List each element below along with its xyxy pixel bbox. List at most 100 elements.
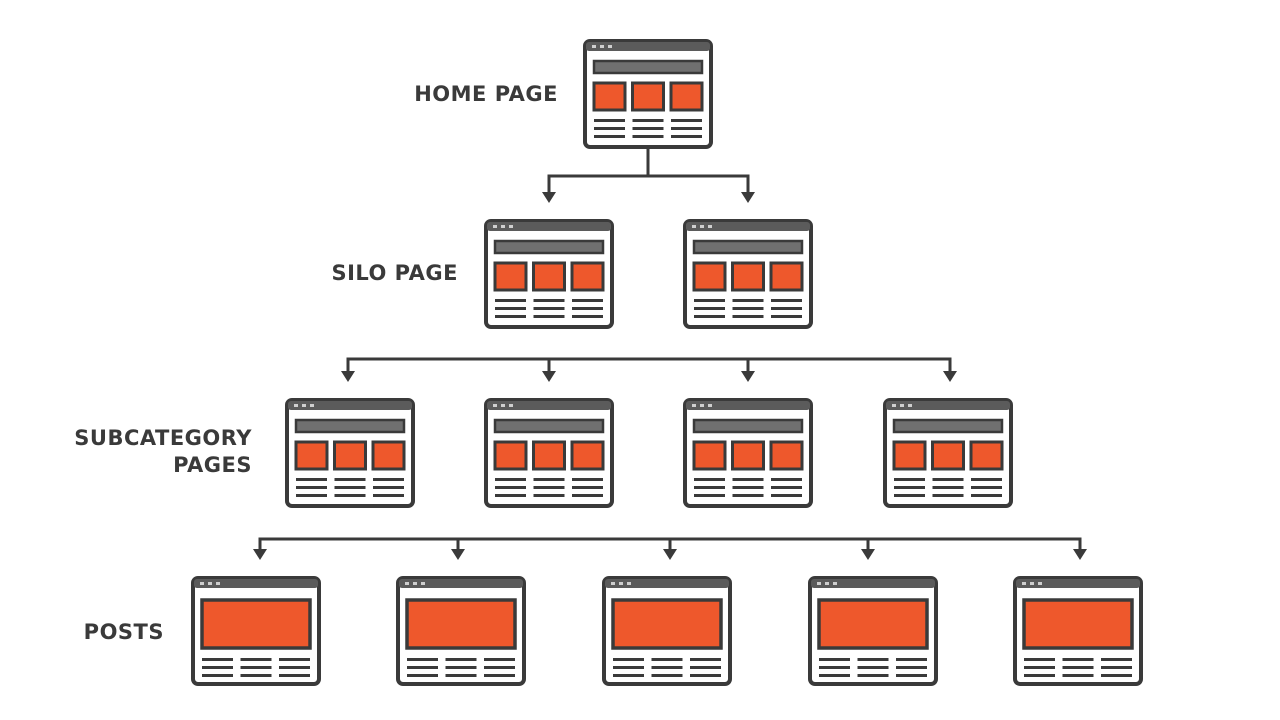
text-line <box>771 307 802 310</box>
webpage-icon <box>396 576 526 686</box>
titlebar-dot-3 <box>509 225 513 228</box>
text-line <box>857 666 889 669</box>
page-titlebar <box>487 222 611 231</box>
text-line <box>671 135 702 138</box>
text-line <box>894 494 925 497</box>
text-line <box>202 658 233 661</box>
text-line <box>572 315 603 318</box>
text-line <box>334 478 366 481</box>
text-line <box>771 486 802 489</box>
content-block-2 <box>333 440 367 471</box>
titlebar-dot-1 <box>493 404 497 407</box>
titlebar-dot-1 <box>692 225 696 228</box>
text-line <box>240 674 272 677</box>
webpage-icon <box>583 39 713 149</box>
page-header-bar <box>294 418 406 434</box>
text-line <box>732 307 764 310</box>
text-line <box>1101 666 1132 669</box>
titlebar-dot-2 <box>413 582 417 585</box>
text-line <box>819 674 850 677</box>
text-line <box>632 127 664 130</box>
text-line <box>240 658 272 661</box>
text-line <box>1062 666 1094 669</box>
text-line <box>202 674 233 677</box>
content-block-1 <box>592 81 627 112</box>
page-titlebar <box>886 401 1010 410</box>
content-block-1 <box>892 440 927 471</box>
titlebar-dot-3 <box>833 582 837 585</box>
text-line <box>279 658 310 661</box>
arrow-head <box>341 371 355 382</box>
titlebar-dot-2 <box>700 404 704 407</box>
content-block-2 <box>532 261 566 292</box>
arrow-down-icon <box>542 176 556 203</box>
arrow-down-icon <box>1073 539 1087 560</box>
text-line <box>732 299 764 302</box>
content-block-3 <box>769 261 804 292</box>
text-line <box>694 494 725 497</box>
text-line <box>819 666 850 669</box>
webpage-icon <box>191 576 321 686</box>
arrow-head <box>663 549 677 560</box>
text-line <box>572 478 603 481</box>
text-line <box>732 315 764 318</box>
text-line <box>445 674 477 677</box>
text-line <box>632 135 664 138</box>
page-header-bar <box>493 418 605 434</box>
arrow-down-icon <box>253 539 267 560</box>
text-line <box>971 486 1002 489</box>
text-line <box>896 658 927 661</box>
text-line <box>651 666 683 669</box>
text-line <box>495 315 526 318</box>
text-line <box>407 674 438 677</box>
label-silo-page-line-1: SILO PAGE <box>331 261 458 285</box>
text-line <box>495 486 526 489</box>
content-block-1 <box>493 261 528 292</box>
text-line <box>334 486 366 489</box>
arrow-head <box>451 549 465 560</box>
text-line <box>694 478 725 481</box>
text-line <box>533 307 565 310</box>
webpage-icon <box>484 219 614 329</box>
page-titlebar <box>605 579 729 588</box>
connector-level-1 <box>547 147 750 178</box>
text-line <box>495 478 526 481</box>
text-line <box>694 307 725 310</box>
text-line <box>1101 674 1132 677</box>
text-line <box>932 478 964 481</box>
page-titlebar <box>399 579 523 588</box>
text-line <box>857 674 889 677</box>
text-line <box>819 658 850 661</box>
text-line <box>373 478 404 481</box>
text-line <box>896 666 927 669</box>
titlebar-dot-3 <box>908 404 912 407</box>
titlebar-dot-1 <box>817 582 821 585</box>
label-silo-page: SILO PAGE <box>331 260 458 287</box>
text-line <box>694 486 725 489</box>
label-home-page-line-1: HOME PAGE <box>414 82 558 106</box>
page-header-bar <box>493 239 605 255</box>
content-block-2 <box>731 261 765 292</box>
arrow-head <box>542 192 556 203</box>
arrow-head <box>1073 549 1087 560</box>
text-line <box>484 666 515 669</box>
text-line <box>495 299 526 302</box>
text-line <box>732 478 764 481</box>
content-block-1 <box>692 440 727 471</box>
text-line <box>894 478 925 481</box>
text-line <box>572 299 603 302</box>
text-line <box>594 135 625 138</box>
text-line <box>613 658 644 661</box>
text-line <box>334 494 366 497</box>
titlebar-dot-3 <box>509 404 513 407</box>
titlebar-dot-1 <box>611 582 615 585</box>
hero-block <box>611 598 723 650</box>
text-line <box>533 494 565 497</box>
label-posts: POSTS <box>84 619 164 646</box>
text-line <box>971 494 1002 497</box>
arrow-down-icon <box>741 359 755 382</box>
titlebar-dot-2 <box>1030 582 1034 585</box>
text-line <box>632 119 664 122</box>
arrow-down-icon <box>451 539 465 560</box>
text-line <box>296 486 327 489</box>
